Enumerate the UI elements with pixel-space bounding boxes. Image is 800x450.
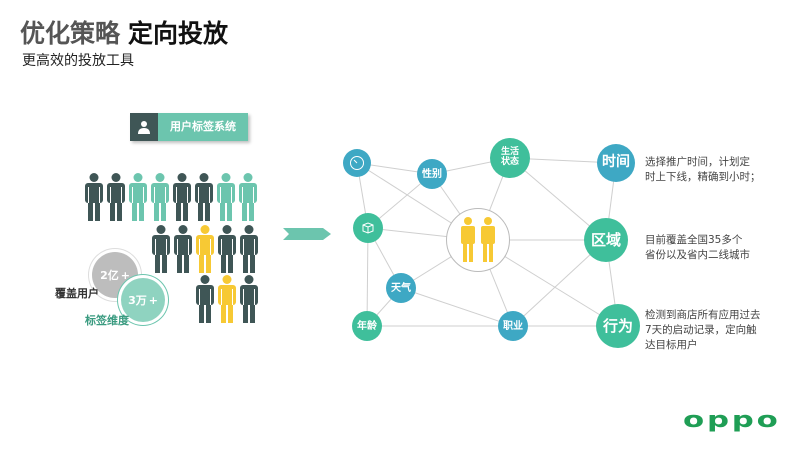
node-behavior: 行为 [596,304,640,348]
node-life-status: 生活状态 [490,138,530,178]
person-icon-dark [84,173,104,221]
node-gender: 性别 [417,159,447,189]
stat-users-value: 2亿 [100,269,119,282]
desc-line: 省份以及省内二线城市 [645,249,750,261]
region-description: 目前覆盖全国35多个省份以及省内二线城市 [645,233,765,263]
node-job: 职业 [498,311,528,341]
desc-line: 7天的启动记录，定向触 [645,324,757,336]
person-icon-teal [238,173,258,221]
tag-label: 用户标签系统 [158,113,248,141]
title-part1: 优化策略 [20,19,121,48]
desc-line: 检测到商店所有应用过去 [645,309,761,321]
time-description: 选择推广时间，计划定时上下线，精确到小时； [645,155,765,185]
person-icon-yellow [217,275,237,323]
arrow-right-icon [283,228,331,240]
life-line1: 生活 [500,147,519,158]
page-title: 优化策略定向投放 [20,14,228,50]
node-dial [343,149,371,177]
person-icon-teal [150,173,170,221]
desc-line: 达目标用户 [645,339,698,351]
node-center-users [446,208,510,272]
person-icon-dark [151,225,171,273]
person-icon-dark [173,225,193,273]
stat-users-label: 覆盖用户 [55,287,99,300]
life-line2: 状态 [500,157,519,167]
oppo-logo: OPPO [683,408,781,433]
person-icon-teal [216,173,236,221]
person-icon-dark [194,173,214,221]
desc-line: 目前覆盖全国35多个 [645,234,743,246]
person-icon-yellow [195,225,215,273]
node-age: 年龄 [352,311,382,341]
person-icon-dark [239,275,259,323]
plus-icon: + [120,268,130,282]
desc-line: 时上下线，精确到小时； [645,171,761,183]
person-icon-dark [195,275,215,323]
plus-icon: + [148,293,158,307]
edge-weather-job [400,287,514,327]
behavior-description: 检测到商店所有应用过去 7天的启动记录，定向触达目标用户 [645,308,765,353]
desc-line: 选择推广时间，计划定 [645,156,750,168]
stat-tags-bubble: 3万+ [121,278,165,322]
users-icon [461,217,495,262]
node-time: 时间 [597,144,635,182]
node-cube [353,213,383,243]
page-subtitle: 更高效的投放工具 [22,53,134,69]
cube-icon [362,222,374,234]
user-tag-system-badge: 用户标签系统 [130,113,248,141]
person-icon-dark [217,225,237,273]
person-icon-teal [128,173,148,221]
edge-cube-age [366,227,369,327]
person-icon-dark [106,173,126,221]
title-part2: 定向投放 [128,19,229,48]
person-icon-dark [239,225,259,273]
stat-tags-value: 3万 [128,294,147,307]
person-icon-dark [172,173,192,221]
speedometer-icon [350,156,364,170]
node-region: 区域 [584,218,628,262]
stat-tags-label: 标签维度 [85,314,129,327]
user-icon [130,113,158,141]
node-weather: 天气 [386,273,416,303]
